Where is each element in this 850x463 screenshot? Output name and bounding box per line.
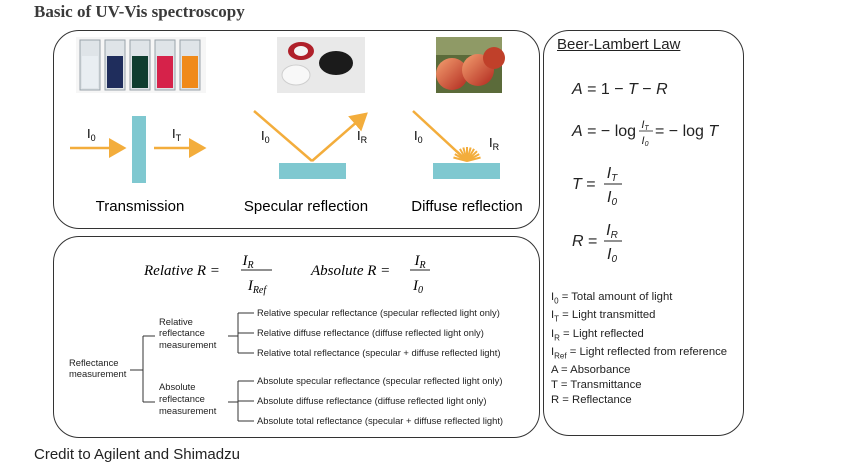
ir-label: IR — [357, 128, 368, 145]
root-label-line2: measurement — [69, 368, 127, 379]
relative-branch-line1: Relative — [159, 316, 193, 327]
eq-t: T = IT I0 — [572, 165, 622, 208]
svg-text:IR: IR — [413, 253, 425, 271]
cuvette-liquid — [107, 56, 123, 88]
beer-lambert-title: Beer-Lambert Law — [557, 36, 681, 53]
specular-reflection-label: Specular reflection — [244, 198, 368, 215]
cuvette-liquid — [182, 56, 198, 88]
incident-arrow — [253, 110, 313, 162]
svg-text:Absolute R =: Absolute R = — [310, 263, 390, 279]
credit-text: Credit to Agilent and Shimadzu — [34, 446, 240, 463]
svg-text:I0: I0 — [607, 246, 617, 265]
legend-item: IRef = Light reflected from reference — [551, 345, 728, 360]
tree-connectors — [130, 312, 254, 422]
diffuse-surface — [433, 163, 500, 179]
beer-lambert-panel — [543, 30, 744, 436]
scatter-ray — [453, 156, 468, 162]
diffuse-reflection-label: Diffuse reflection — [411, 198, 522, 215]
relative-branch-line3: measurement — [159, 339, 217, 350]
svg-text:A = − log: A = − log — [571, 123, 636, 140]
legend-item: T = Transmittance — [551, 379, 642, 391]
svg-text:IT: IT — [607, 165, 618, 184]
cuvette-liquid — [132, 56, 148, 88]
eq-a-1-t-r: A = 1 − T − R — [571, 81, 668, 98]
cuvette-liquid — [157, 56, 173, 88]
i0-label: I0 — [87, 126, 96, 143]
diffuse-diagram: I0 IR — [412, 110, 500, 179]
legend-item: I0 = Total amount of light — [551, 291, 673, 306]
absolute-branch-line1: Absolute — [159, 381, 195, 392]
svg-text:R =: R = — [572, 233, 597, 250]
eq-r: R = IR I0 — [572, 222, 622, 265]
relative-item: Relative diffuse reflectance (diffuse re… — [257, 327, 484, 338]
reflectance-samples-image — [277, 37, 365, 93]
absolute-item: Absolute diffuse reflectance (diffuse re… — [257, 395, 486, 406]
absolute-item: Absolute specular reflectance (specular … — [257, 375, 502, 386]
absolute-item: Absolute total reflectance (specular + d… — [257, 415, 503, 426]
relative-branch-line2: reflectance — [159, 327, 205, 338]
relative-r-equation: Relative R = IR IRef — [143, 253, 272, 296]
cuvettes-image — [76, 37, 206, 93]
svg-text:= − log T: = − log T — [655, 123, 719, 140]
diffuse-scatter-rays — [453, 147, 481, 162]
relative-item: Relative specular reflectance (specular … — [257, 307, 500, 318]
legend-item: R = Reflectance — [551, 394, 632, 406]
cuvette-liquid — [82, 56, 98, 88]
svg-text:IRef: IRef — [247, 278, 268, 296]
eq-a-log: A = − log IT I0 = − log T — [571, 119, 719, 148]
relative-item: Relative total reflectance (specular + d… — [257, 347, 500, 358]
page-title: Basic of UV-Vis spectroscopy — [34, 2, 245, 21]
svg-text:I0: I0 — [607, 189, 617, 208]
i0-label: I0 — [414, 128, 423, 145]
svg-text:T =: T = — [572, 176, 596, 193]
peaches-image — [436, 37, 505, 93]
svg-text:IR: IR — [241, 253, 253, 271]
legend-item: IR = Light reflected — [551, 327, 644, 342]
root-label-line1: Reflectance — [69, 357, 119, 368]
i0-label: I0 — [261, 128, 270, 145]
legend-item: IT = Light transmitted — [551, 309, 656, 324]
absolute-branch-line2: reflectance — [159, 393, 205, 404]
svg-text:IR: IR — [606, 222, 618, 241]
transmission-diagram: I0 IT — [70, 116, 207, 183]
ir-label: IR — [489, 135, 500, 152]
it-label: IT — [172, 126, 182, 143]
transmission-label: Transmission — [96, 198, 185, 215]
specular-surface — [279, 163, 346, 179]
svg-text:Relative R =: Relative R = — [143, 263, 220, 279]
svg-text:I0: I0 — [412, 278, 423, 296]
symbol-legend: I0 = Total amount of light IT = Light tr… — [551, 290, 727, 408]
specular-diagram: I0 IR — [253, 110, 368, 179]
reflected-arrow — [311, 112, 368, 162]
legend-item: A = Absorbance — [551, 364, 631, 376]
absolute-branch-line3: measurement — [159, 405, 217, 416]
reflectance-panel — [53, 236, 540, 438]
absolute-r-equation: Absolute R = IR I0 — [310, 253, 430, 296]
svg-text:I0: I0 — [642, 135, 649, 148]
sample-block — [132, 116, 146, 183]
svg-text:IT: IT — [641, 119, 649, 132]
